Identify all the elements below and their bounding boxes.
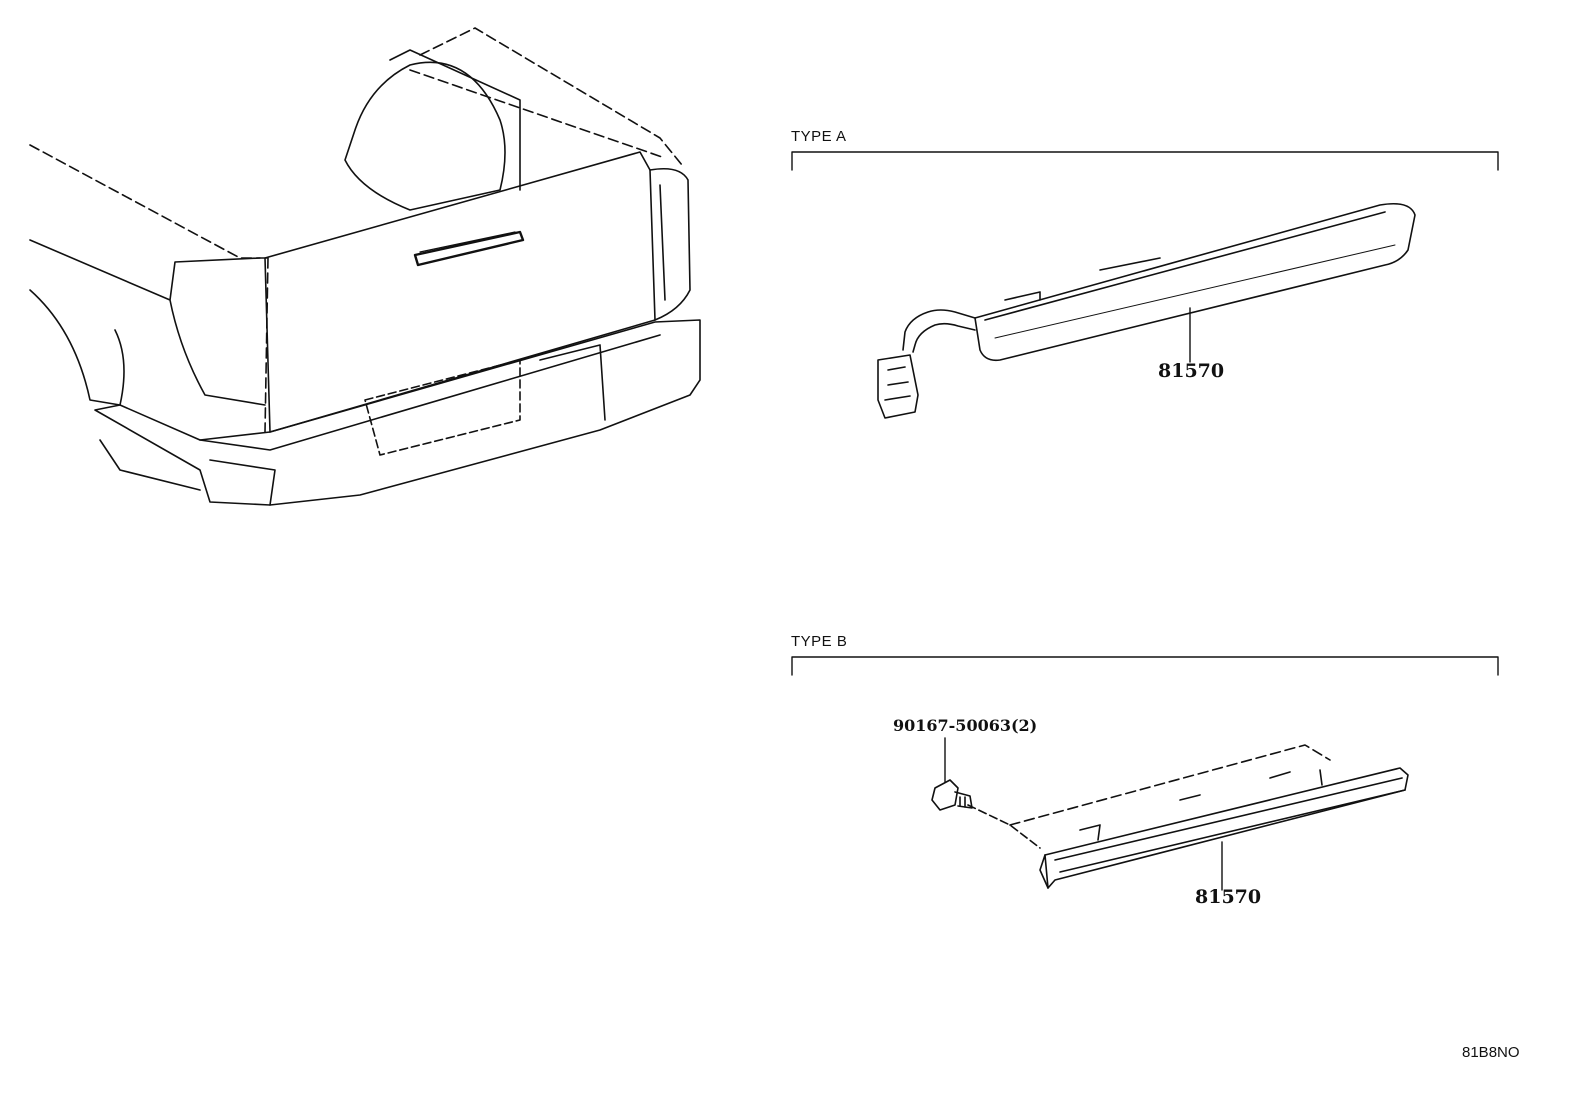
type-a-wire-harness — [903, 310, 975, 350]
truck-cab-window — [345, 62, 505, 210]
type-b-bolt-part-number[interactable]: 90167-50063(2) — [893, 716, 1038, 735]
truck-rear-illustration — [30, 28, 700, 505]
truck-bed-top-rail — [420, 28, 682, 165]
type-a-part-number[interactable]: 81570 — [1158, 360, 1225, 382]
type-a-label: TYPE A — [791, 128, 847, 145]
rear-bumper — [95, 320, 700, 505]
illustration-code: 81B8NO — [1462, 1044, 1520, 1061]
type-b-part-number[interactable]: 81570 — [1195, 886, 1262, 908]
type-a-stop-lamp — [975, 204, 1415, 361]
type-a-group — [792, 152, 1498, 418]
type-b-label: TYPE B — [791, 633, 848, 650]
type-b-bracket — [792, 657, 1498, 675]
truck-cab-outline — [30, 145, 268, 432]
type-a-bracket — [792, 152, 1498, 170]
type-a-connector — [878, 355, 918, 418]
truck-bed-rail-2 — [410, 70, 665, 158]
type-b-mounting-guide — [1010, 745, 1330, 825]
type-b-group — [792, 657, 1498, 890]
tailgate — [265, 152, 655, 432]
truck-cab-back — [390, 50, 520, 190]
type-b-bolt — [932, 780, 972, 810]
right-tail-lamp — [650, 169, 690, 320]
left-fender — [30, 240, 265, 405]
tailgate-stop-lamp — [415, 232, 523, 265]
